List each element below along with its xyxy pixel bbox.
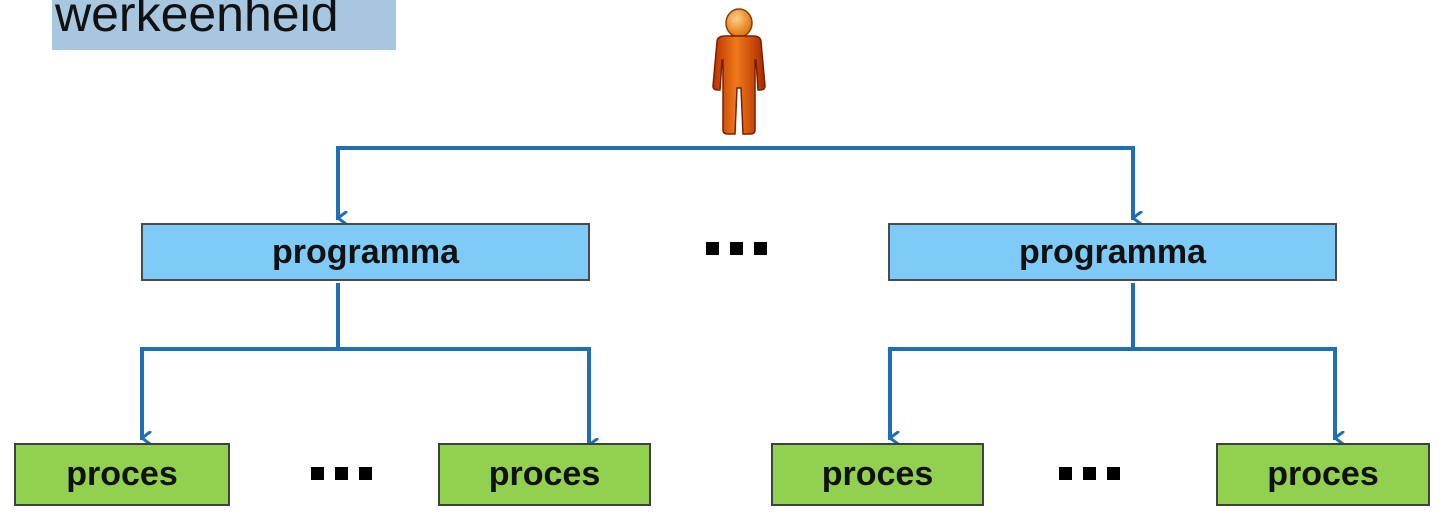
program-box-left: programma: [141, 223, 590, 281]
process-box-2: proces: [438, 443, 651, 506]
process-label: proces: [66, 455, 178, 493]
program-label: programma: [271, 232, 460, 271]
process-box-4: proces: [1216, 443, 1430, 506]
page-title: werkeenheid: [55, 0, 339, 42]
process-label: proces: [821, 455, 934, 493]
process-label: proces: [488, 455, 601, 493]
process-label: proces: [1267, 455, 1379, 493]
ellipsis-programs: [706, 242, 767, 255]
program-label: programma: [1018, 232, 1207, 271]
ellipsis-processes-left: [311, 467, 372, 480]
title-highlight: [52, 0, 396, 50]
process-box-1: proces: [14, 443, 230, 506]
program-box-right: programma: [888, 223, 1337, 281]
ellipsis-processes-right: [1059, 467, 1120, 480]
process-box-3: proces: [771, 443, 984, 506]
person-icon: [712, 8, 766, 135]
